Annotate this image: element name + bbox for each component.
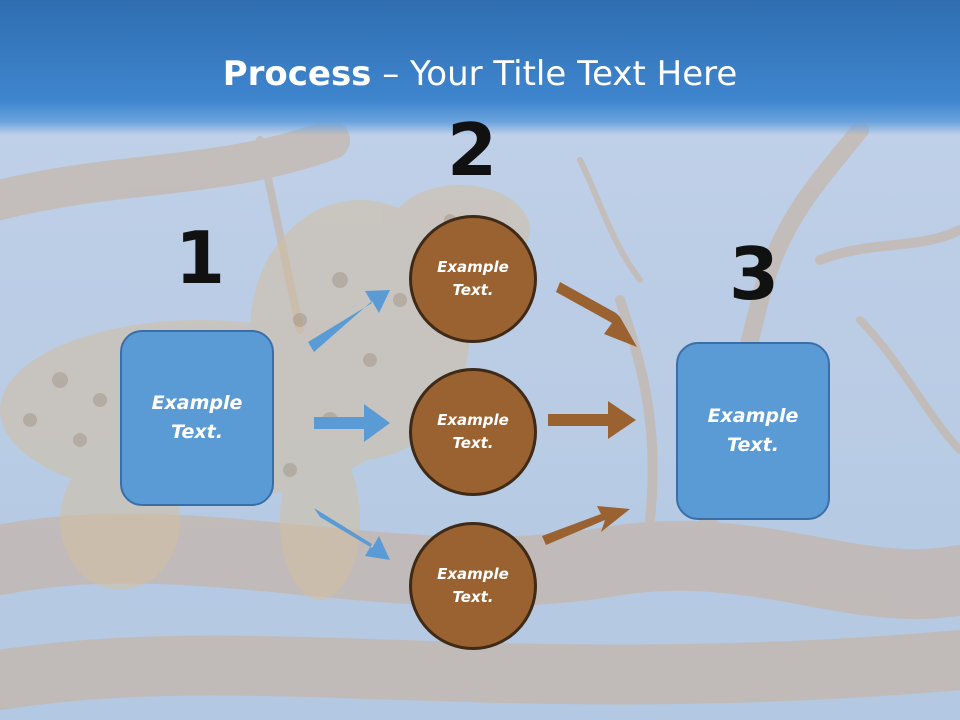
circle-bottom: Example Text.	[409, 522, 537, 650]
arrow-from-circle-top	[556, 282, 637, 347]
left-box-text: Example Text.	[151, 392, 243, 443]
circle-bottom-text: Example Text.	[437, 565, 509, 606]
title-bar	[0, 0, 960, 135]
circle-middle: Example Text.	[409, 368, 537, 496]
arrow-to-circle-bottom	[314, 508, 390, 560]
right-box: Example Text.	[676, 342, 830, 520]
arrow-to-circle-middle	[314, 404, 390, 442]
arrow-from-circle-bottom	[542, 506, 630, 545]
step-number-1: 1	[174, 216, 226, 300]
step-number-2: 2	[446, 108, 498, 192]
circle-middle-text: Example Text.	[437, 411, 509, 452]
title-rest: – Your Title Text Here	[371, 54, 738, 94]
right-box-text: Example Text.	[707, 405, 799, 456]
title-bold: Process	[222, 54, 372, 94]
step-number-3: 3	[728, 232, 780, 316]
arrow-from-circle-middle	[548, 401, 636, 439]
circle-top: Example Text.	[409, 215, 537, 343]
circle-top-text: Example Text.	[437, 258, 509, 299]
left-box: Example Text.	[120, 330, 274, 506]
arrow-to-circle-top	[308, 290, 390, 352]
slide-title: Process – Your Title Text Here	[0, 52, 960, 96]
